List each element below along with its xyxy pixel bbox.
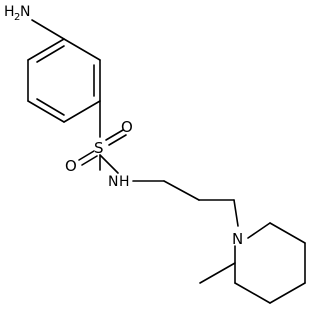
amine-h-count: 2: [14, 12, 20, 23]
bond-chain: [163, 180, 200, 201]
benzene-ring: [27, 38, 101, 123]
bond: [63, 38, 101, 61]
bond-sulfur-to-nh: [99, 154, 119, 174]
bond: [247, 222, 271, 239]
bond: [27, 38, 65, 61]
double-bond-s-o-top: [105, 129, 124, 141]
amine-n-label: N: [20, 4, 30, 20]
bond: [234, 282, 271, 304]
bond-ring-to-amine: [31, 19, 65, 40]
oxygen-top-label: O: [121, 118, 133, 136]
double-bond-s-o-bottom: [81, 155, 98, 166]
oxygen-bottom-label: O: [65, 157, 77, 175]
amine-h-label: H: [4, 4, 15, 20]
sulfonamide-n-label: N: [108, 174, 118, 190]
bond-chain: [233, 199, 239, 227]
piperidine-n-label: N: [232, 230, 243, 248]
bond: [27, 100, 65, 123]
bond: [63, 100, 101, 123]
sulfur-label: S: [94, 139, 104, 157]
structure-canvas: H 2 N S O O N H N: [4, 4, 306, 304]
bond-methyl: [199, 262, 236, 284]
double-bond-s-o-bottom: [78, 150, 95, 161]
chemical-structure-diagram: H 2 N S O O N H N: [4, 4, 306, 304]
double-bond-inner: [36, 98, 65, 116]
bond: [269, 222, 306, 244]
double-bond-s-o-top: [108, 134, 127, 146]
double-bond-inner: [36, 45, 65, 63]
piperidine-ring: [234, 222, 306, 304]
atom-nh: N H: [108, 174, 130, 190]
bond: [269, 282, 306, 304]
sulfonamide-h-label: H: [119, 174, 130, 190]
atom-nh2: H 2 N: [4, 4, 30, 23]
